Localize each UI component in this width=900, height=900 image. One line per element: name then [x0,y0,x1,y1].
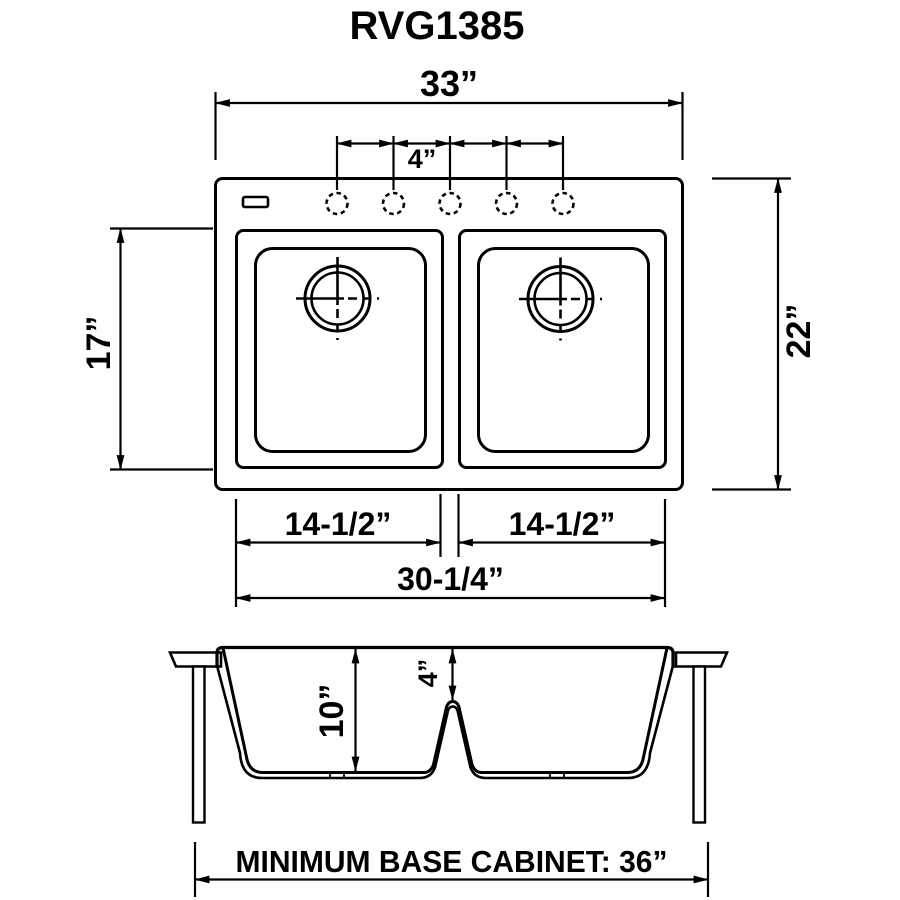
dim-bowl-widths: 14-1/2” 14-1/2” 30-1/4” [234,494,667,607]
right-bowl-outer [458,229,667,469]
faucet-hole-1 [325,191,349,216]
left-bowl [235,229,444,469]
dim-overall-width: 33” [214,63,684,160]
faucet-hole-5 [551,191,575,216]
faucet-holes [325,191,575,216]
dim-right-bowl-width-label: 14-1/2” [509,506,616,542]
cabinet-note-label: MINIMUM BASE CABINET: 36” [236,844,668,879]
dim-bowl-depth: 10” [313,648,360,772]
left-bowl-inner [254,247,427,453]
cabinet-leg-left [191,665,206,824]
dim-10-label: 10” [313,684,351,739]
left-bowl-outer [235,229,444,469]
bowl-section-inner-wall [221,647,669,774]
cabinet-dimension: MINIMUM BASE CABINET: 36” [193,842,710,897]
logo-badge [241,195,270,209]
dim-left-bowl-width-label: 14-1/2” [285,506,392,542]
dim-bowls-overall-width-label: 30-1/4” [397,561,504,597]
left-drain [296,257,379,340]
countertop-right [674,651,729,668]
right-bowl-inner [477,247,650,453]
right-drain [519,257,602,341]
front-view: 10” 4” [168,645,729,824]
bowl-section-outer-wall [216,667,674,780]
model-title: RVG1385 [350,4,525,48]
dim-faucet-spacing: 4” [335,136,565,190]
dim-22-label: 22” [780,304,818,359]
dim-bowl-front-to-back: 17” [80,227,213,471]
top-view: 33” 4” [80,63,818,607]
faucet-hole-2 [381,191,406,216]
dim-faucet-spacing-label: 4” [408,144,437,174]
countertop-left [168,651,223,668]
cabinet-leg-right [692,665,707,824]
dim-divider-offset: 4” [413,648,457,701]
dim-overall-width-label: 33” [420,63,478,104]
faucet-hole-4 [494,191,519,216]
dim-4-front-label: 4” [413,659,443,688]
dim-17-label: 17” [80,316,118,371]
faucet-hole-3 [438,191,462,216]
dim-overall-depth: 22” [712,177,818,491]
front-section-rim [215,645,675,668]
right-bowl [458,229,667,469]
sink-outline-top-view [214,177,684,491]
